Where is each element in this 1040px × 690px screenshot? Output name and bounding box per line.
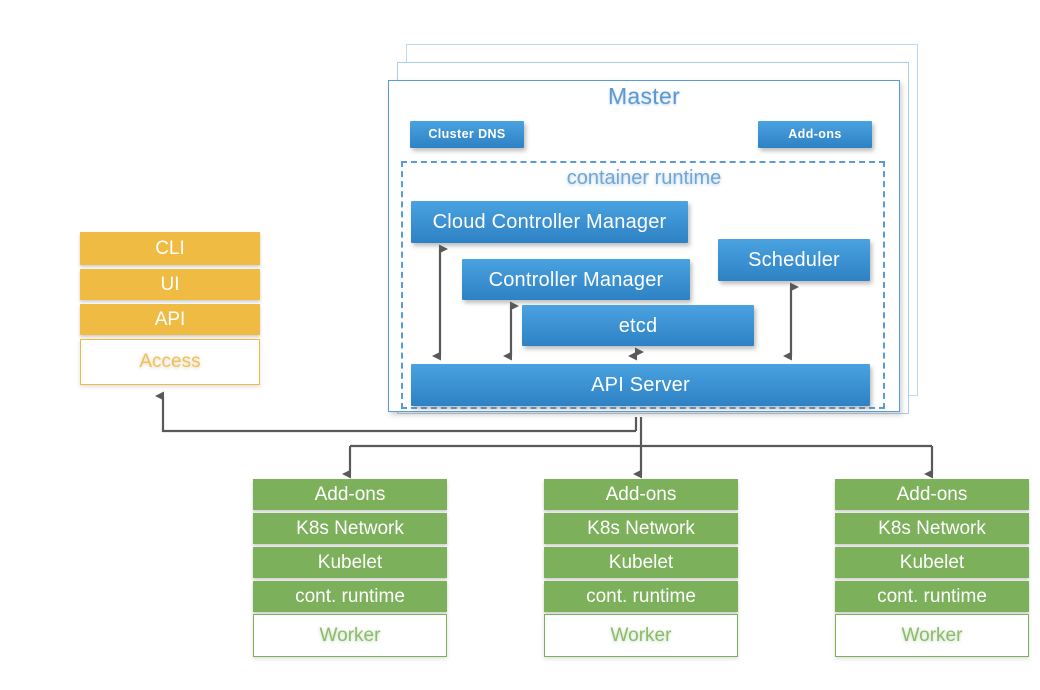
controller-manager-label: Controller Manager [488,268,664,291]
access-footer[interactable]: Access [80,339,260,385]
master-add-ons-label: Add-ons [788,127,842,142]
access-row-ui-label: UI [160,273,180,295]
worker-node-3: Add-ons K8s Network Kubelet cont. runtim… [835,479,1029,659]
worker-3-cont-runtime-label: cont. runtime [877,585,987,607]
etcd-box[interactable]: etcd [522,305,754,346]
worker-2-footer-label: Worker [610,624,672,646]
access-row-api-label: API [154,308,186,330]
master-panel[interactable]: Master Cluster DNS Add-ons container run… [388,80,900,412]
worker-3-footer-label: Worker [901,624,963,646]
access-row-ui[interactable]: UI [80,269,260,300]
access-row-api[interactable]: API [80,304,260,335]
worker-2-cont-runtime-label: cont. runtime [586,585,696,607]
access-row-cli-label: CLI [155,237,185,259]
worker-2-k8s-network-label: K8s Network [587,517,695,539]
worker-1-cont-runtime-label: cont. runtime [295,585,405,607]
worker-3-k8s-network-label: K8s Network [878,517,986,539]
access-footer-label: Access [139,351,201,372]
worker-2-row-add-ons[interactable]: Add-ons [544,479,738,510]
worker-3-row-kubelet[interactable]: Kubelet [835,547,1029,578]
controller-manager-box[interactable]: Controller Manager [462,259,690,300]
worker-2-row-cont-runtime[interactable]: cont. runtime [544,581,738,612]
cloud-controller-manager-box[interactable]: Cloud Controller Manager [411,201,688,243]
worker-3-footer[interactable]: Worker [835,614,1029,657]
worker-node-1: Add-ons K8s Network Kubelet cont. runtim… [253,479,447,659]
worker-1-footer-label: Worker [319,624,381,646]
scheduler-box[interactable]: Scheduler [718,239,870,281]
worker-1-row-kubelet[interactable]: Kubelet [253,547,447,578]
worker-3-add-ons-label: Add-ons [896,483,968,505]
worker-3-row-add-ons[interactable]: Add-ons [835,479,1029,510]
worker-1-row-cont-runtime[interactable]: cont. runtime [253,581,447,612]
worker-2-footer[interactable]: Worker [544,614,738,657]
worker-1-row-k8s-network[interactable]: K8s Network [253,513,447,544]
worker-2-kubelet-label: Kubelet [608,551,674,573]
cluster-dns-box[interactable]: Cluster DNS [410,121,524,148]
api-server-box[interactable]: API Server [411,364,870,406]
cloud-controller-manager-label: Cloud Controller Manager [432,211,667,233]
worker-1-add-ons-label: Add-ons [314,483,386,505]
master-title: Master [607,83,681,109]
worker-1-footer[interactable]: Worker [253,614,447,657]
container-runtime-boundary [401,161,885,409]
worker-3-row-cont-runtime[interactable]: cont. runtime [835,581,1029,612]
worker-1-kubelet-label: Kubelet [317,551,383,573]
master-add-ons-box[interactable]: Add-ons [758,121,872,148]
worker-1-k8s-network-label: K8s Network [296,517,404,539]
cluster-dns-label: Cluster DNS [428,127,506,142]
api-server-label: API Server [591,374,690,396]
worker-2-add-ons-label: Add-ons [605,483,677,505]
worker-2-row-k8s-network[interactable]: K8s Network [544,513,738,544]
access-stack: CLI UI API Access [80,232,260,392]
scheduler-label: Scheduler [748,249,840,271]
worker-1-row-add-ons[interactable]: Add-ons [253,479,447,510]
container-runtime-title: container runtime [566,167,722,189]
access-row-cli[interactable]: CLI [80,232,260,265]
worker-3-row-k8s-network[interactable]: K8s Network [835,513,1029,544]
worker-node-2: Add-ons K8s Network Kubelet cont. runtim… [544,479,738,659]
worker-3-kubelet-label: Kubelet [899,551,965,573]
etcd-label: etcd [618,314,658,337]
worker-2-row-kubelet[interactable]: Kubelet [544,547,738,578]
